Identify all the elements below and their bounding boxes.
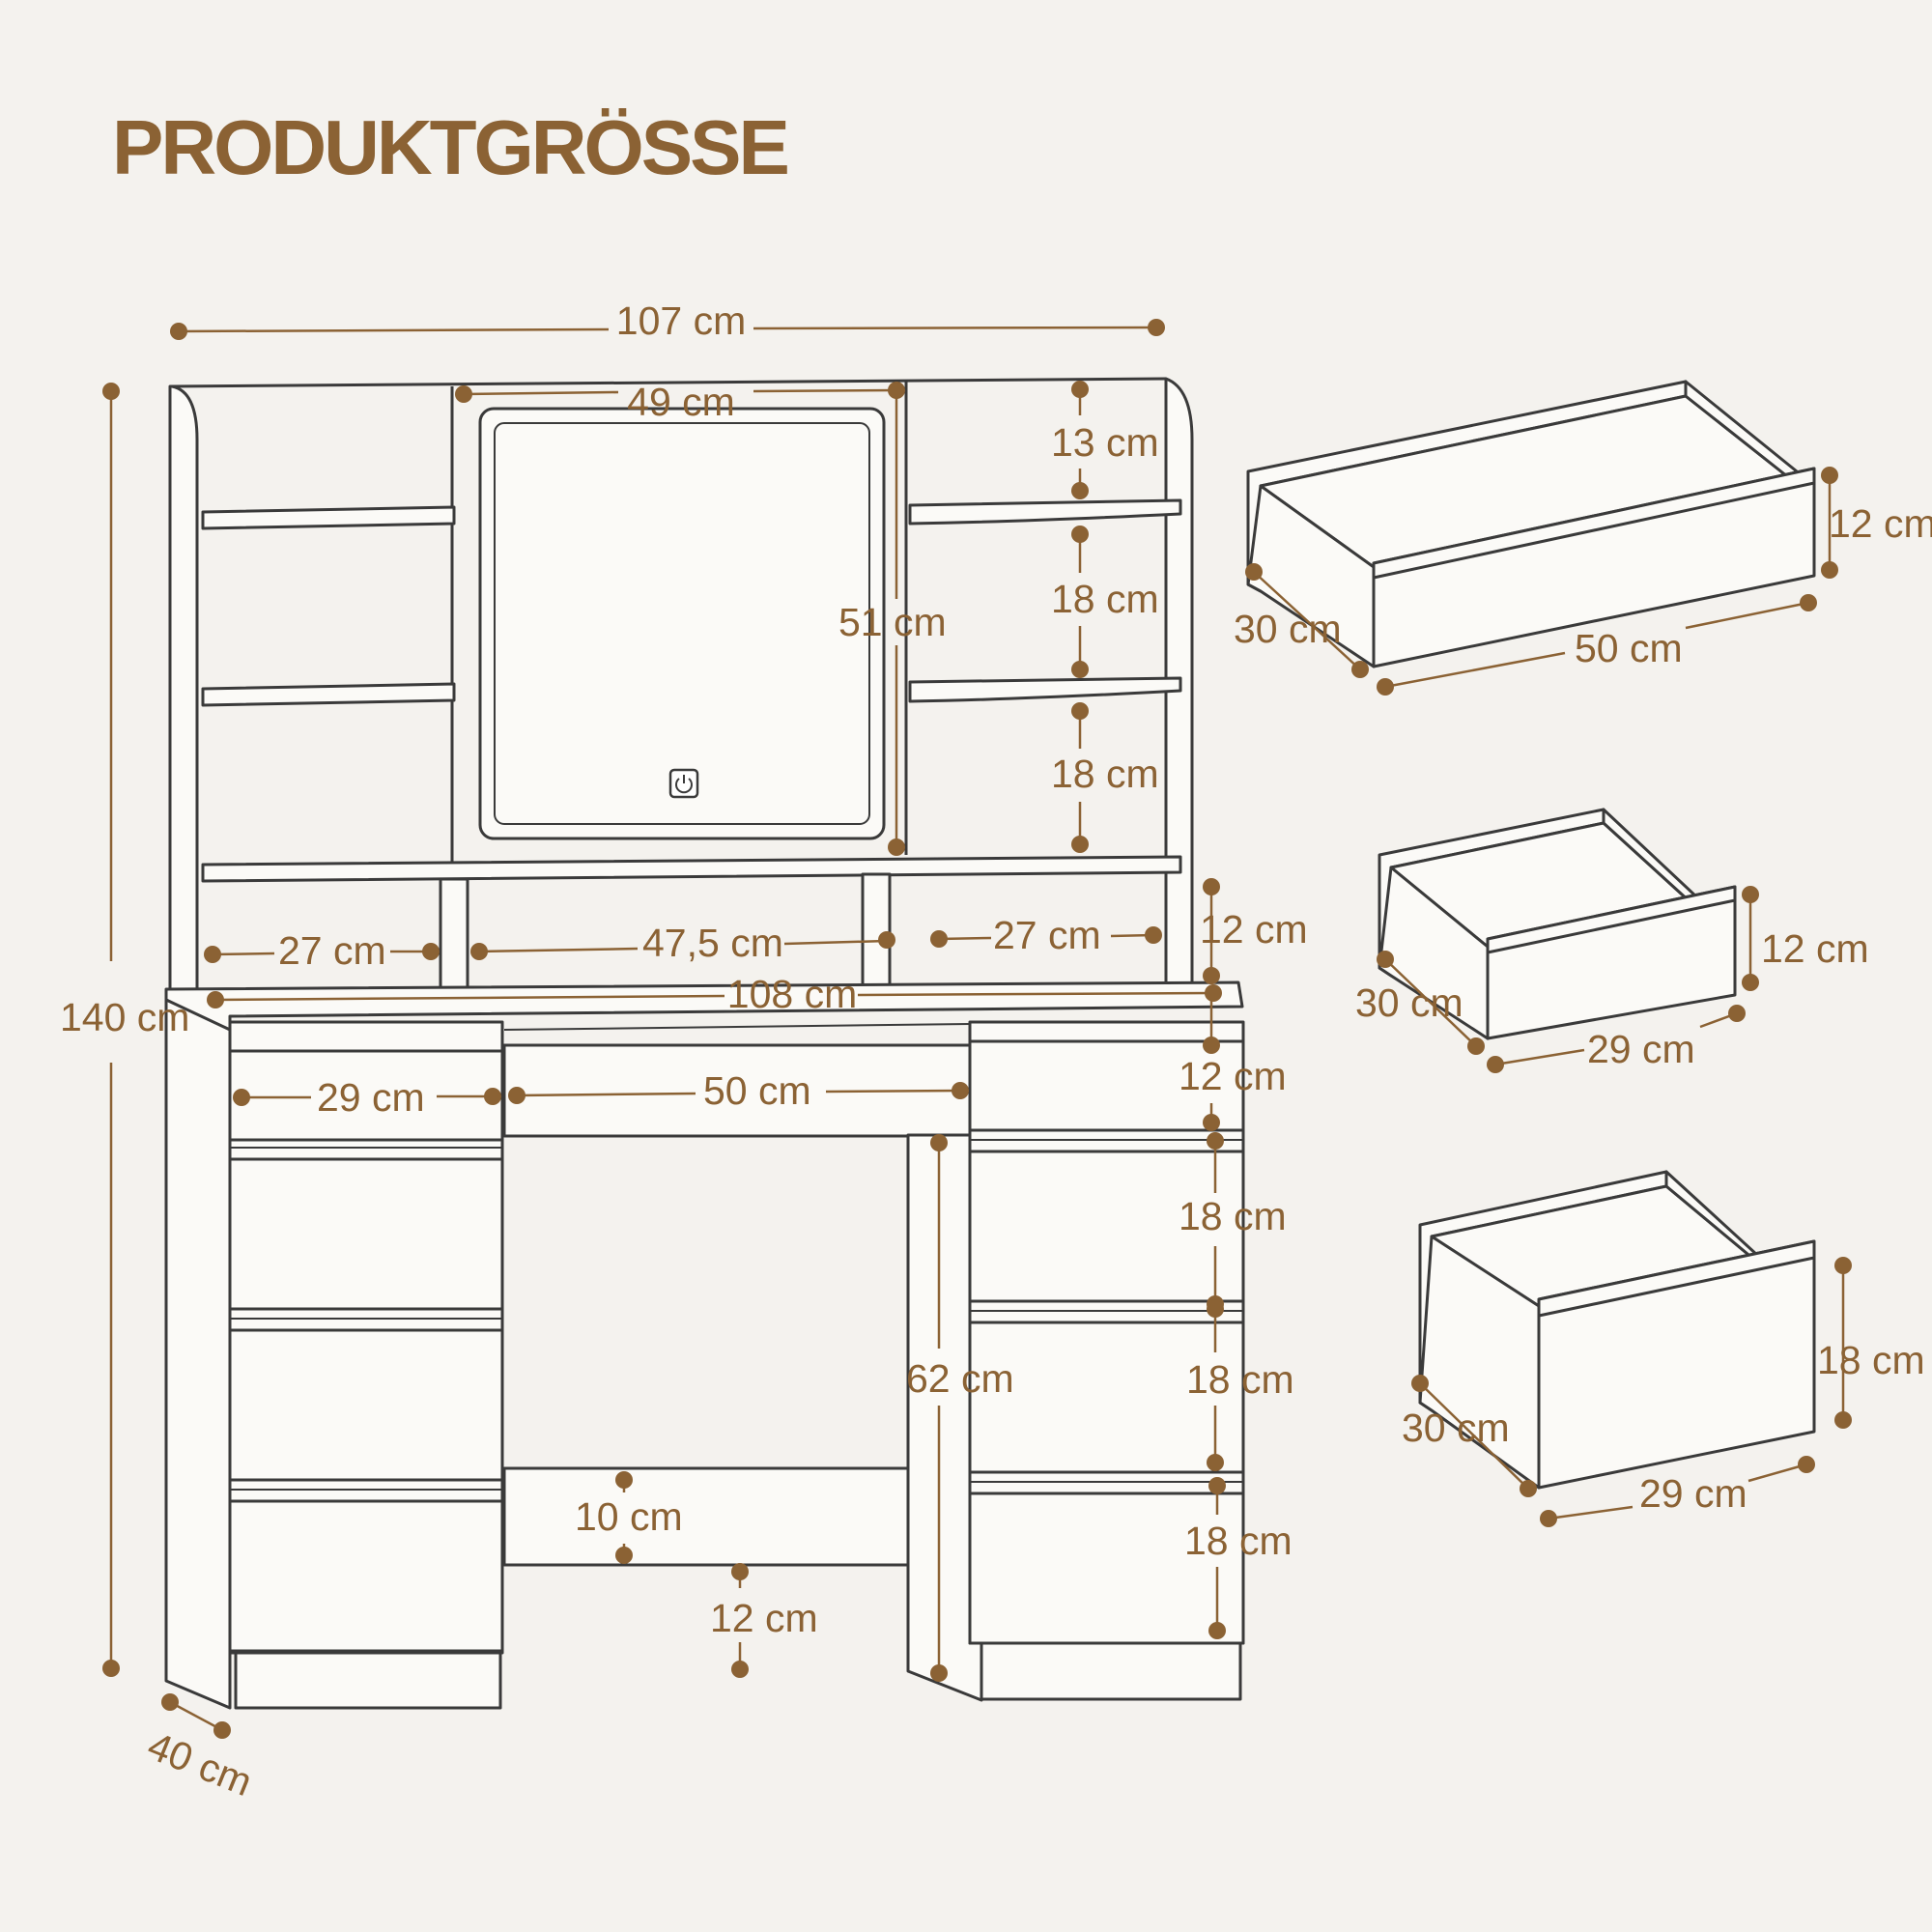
left-cabinet-plinth — [234, 1651, 502, 1710]
right-drawer-2 — [968, 1150, 1245, 1303]
label-right-shelf-low: 18 cm — [1051, 752, 1159, 796]
left-drawer-2 — [228, 1157, 504, 1311]
label-right-lower-compartment: 27 cm — [993, 913, 1101, 957]
label-drawer-2-height: 12 cm — [1761, 926, 1869, 971]
hutch-base-shelf — [201, 855, 1182, 883]
left-drawers — [228, 1049, 504, 1653]
hutch-divider-1 — [439, 877, 469, 993]
dim-right-shelves — [1071, 381, 1089, 853]
label-lower-compartment-height: 12 cm — [1200, 907, 1308, 952]
dim-desktop-width — [207, 984, 1222, 1009]
dim-drawer-widths — [233, 1082, 969, 1106]
left-shelf-upper — [201, 505, 456, 530]
label-total-width: 107 cm — [616, 298, 746, 343]
label-back-panel-height: 10 cm — [575, 1494, 683, 1539]
right-cabinet-plinth — [980, 1641, 1242, 1701]
label-mirror-height: 51 cm — [838, 600, 947, 644]
label-floor-clearance: 12 cm — [710, 1596, 818, 1640]
drawer-detail-1 — [1246, 380, 1816, 668]
label-center-drawer-width: 50 cm — [703, 1068, 811, 1113]
label-left-lower-compartment: 27 cm — [278, 928, 386, 973]
back-panel — [502, 1466, 910, 1567]
label-right-shelf-top: 13 cm — [1051, 420, 1159, 465]
label-drawer-3-depth: 30 cm — [1402, 1406, 1510, 1450]
drawer-3-dims: 30 cm 29 cm 18 cm — [1402, 1257, 1925, 1527]
left-shelf-lower — [201, 682, 456, 707]
label-mirror-width: 49 cm — [627, 380, 735, 424]
label-left-drawer-width: 29 cm — [317, 1075, 425, 1120]
dim-back-panel — [615, 1471, 633, 1564]
page-title: PRODUKTGRÖSSE — [112, 104, 787, 190]
hutch-top-edge — [169, 377, 1167, 388]
dim-mirror-height — [888, 390, 905, 856]
dim-right-drawers — [1203, 995, 1226, 1639]
left-cabinet-side — [164, 998, 232, 1710]
label-depth: 40 cm — [142, 1723, 259, 1804]
label-drawer-1-height: 12 cm — [1829, 501, 1932, 546]
label-center-lower-compartment: 47,5 cm — [642, 921, 783, 965]
label-drawer-2-depth: 30 cm — [1355, 980, 1463, 1025]
label-drawer-1-depth: 30 cm — [1234, 607, 1342, 651]
label-right-drawer-2-height: 18 cm — [1179, 1194, 1287, 1238]
label-total-height: 140 cm — [60, 995, 189, 1039]
drawer-detail-2 — [1378, 808, 1737, 1040]
label-right-drawer-4-height: 18 cm — [1184, 1519, 1293, 1563]
dimension-lines — [102, 319, 1226, 1739]
right-shelf-lower — [908, 676, 1182, 703]
label-right-top-drawer-height: 12 cm — [1179, 1054, 1287, 1098]
label-desktop-width: 108 cm — [727, 972, 857, 1016]
right-drawer-3 — [968, 1321, 1245, 1474]
power-icon — [668, 768, 699, 799]
drawer-2-dims: 30 cm 29 cm 12 cm — [1355, 886, 1869, 1073]
left-drawer-4 — [228, 1499, 504, 1653]
label-drawer-3-height: 18 cm — [1817, 1338, 1925, 1382]
dim-floor-clearance — [731, 1563, 749, 1678]
drawer-detail-3 — [1418, 1170, 1816, 1490]
right-shelf-upper — [908, 498, 1182, 526]
right-drawers — [968, 1039, 1245, 1645]
dim-total-height — [102, 383, 120, 1677]
hutch-divider-2 — [861, 872, 892, 990]
dim-total-width — [170, 319, 1165, 340]
right-drawer-4 — [968, 1492, 1245, 1645]
label-drawer-2-width: 29 cm — [1587, 1027, 1695, 1071]
label-right-drawer-3-height: 18 cm — [1186, 1357, 1294, 1402]
hutch-left-panel — [168, 384, 199, 997]
dim-knee-height — [930, 1134, 948, 1682]
vanity-table-drawing — [164, 377, 1245, 1710]
dim-lower-compartments — [204, 878, 1220, 984]
label-drawer-1-width: 50 cm — [1575, 626, 1683, 670]
dim-depth — [161, 1693, 231, 1739]
label-right-shelf-mid: 18 cm — [1051, 577, 1159, 621]
label-drawer-3-width: 29 cm — [1639, 1471, 1747, 1516]
led-mirror — [478, 407, 886, 840]
label-knee-height: 62 cm — [906, 1356, 1014, 1401]
drawer-1-dims: 30 cm 50 cm 12 cm — [1234, 467, 1932, 696]
right-drawer-1 — [968, 1039, 1245, 1132]
left-drawer-3 — [228, 1328, 504, 1482]
